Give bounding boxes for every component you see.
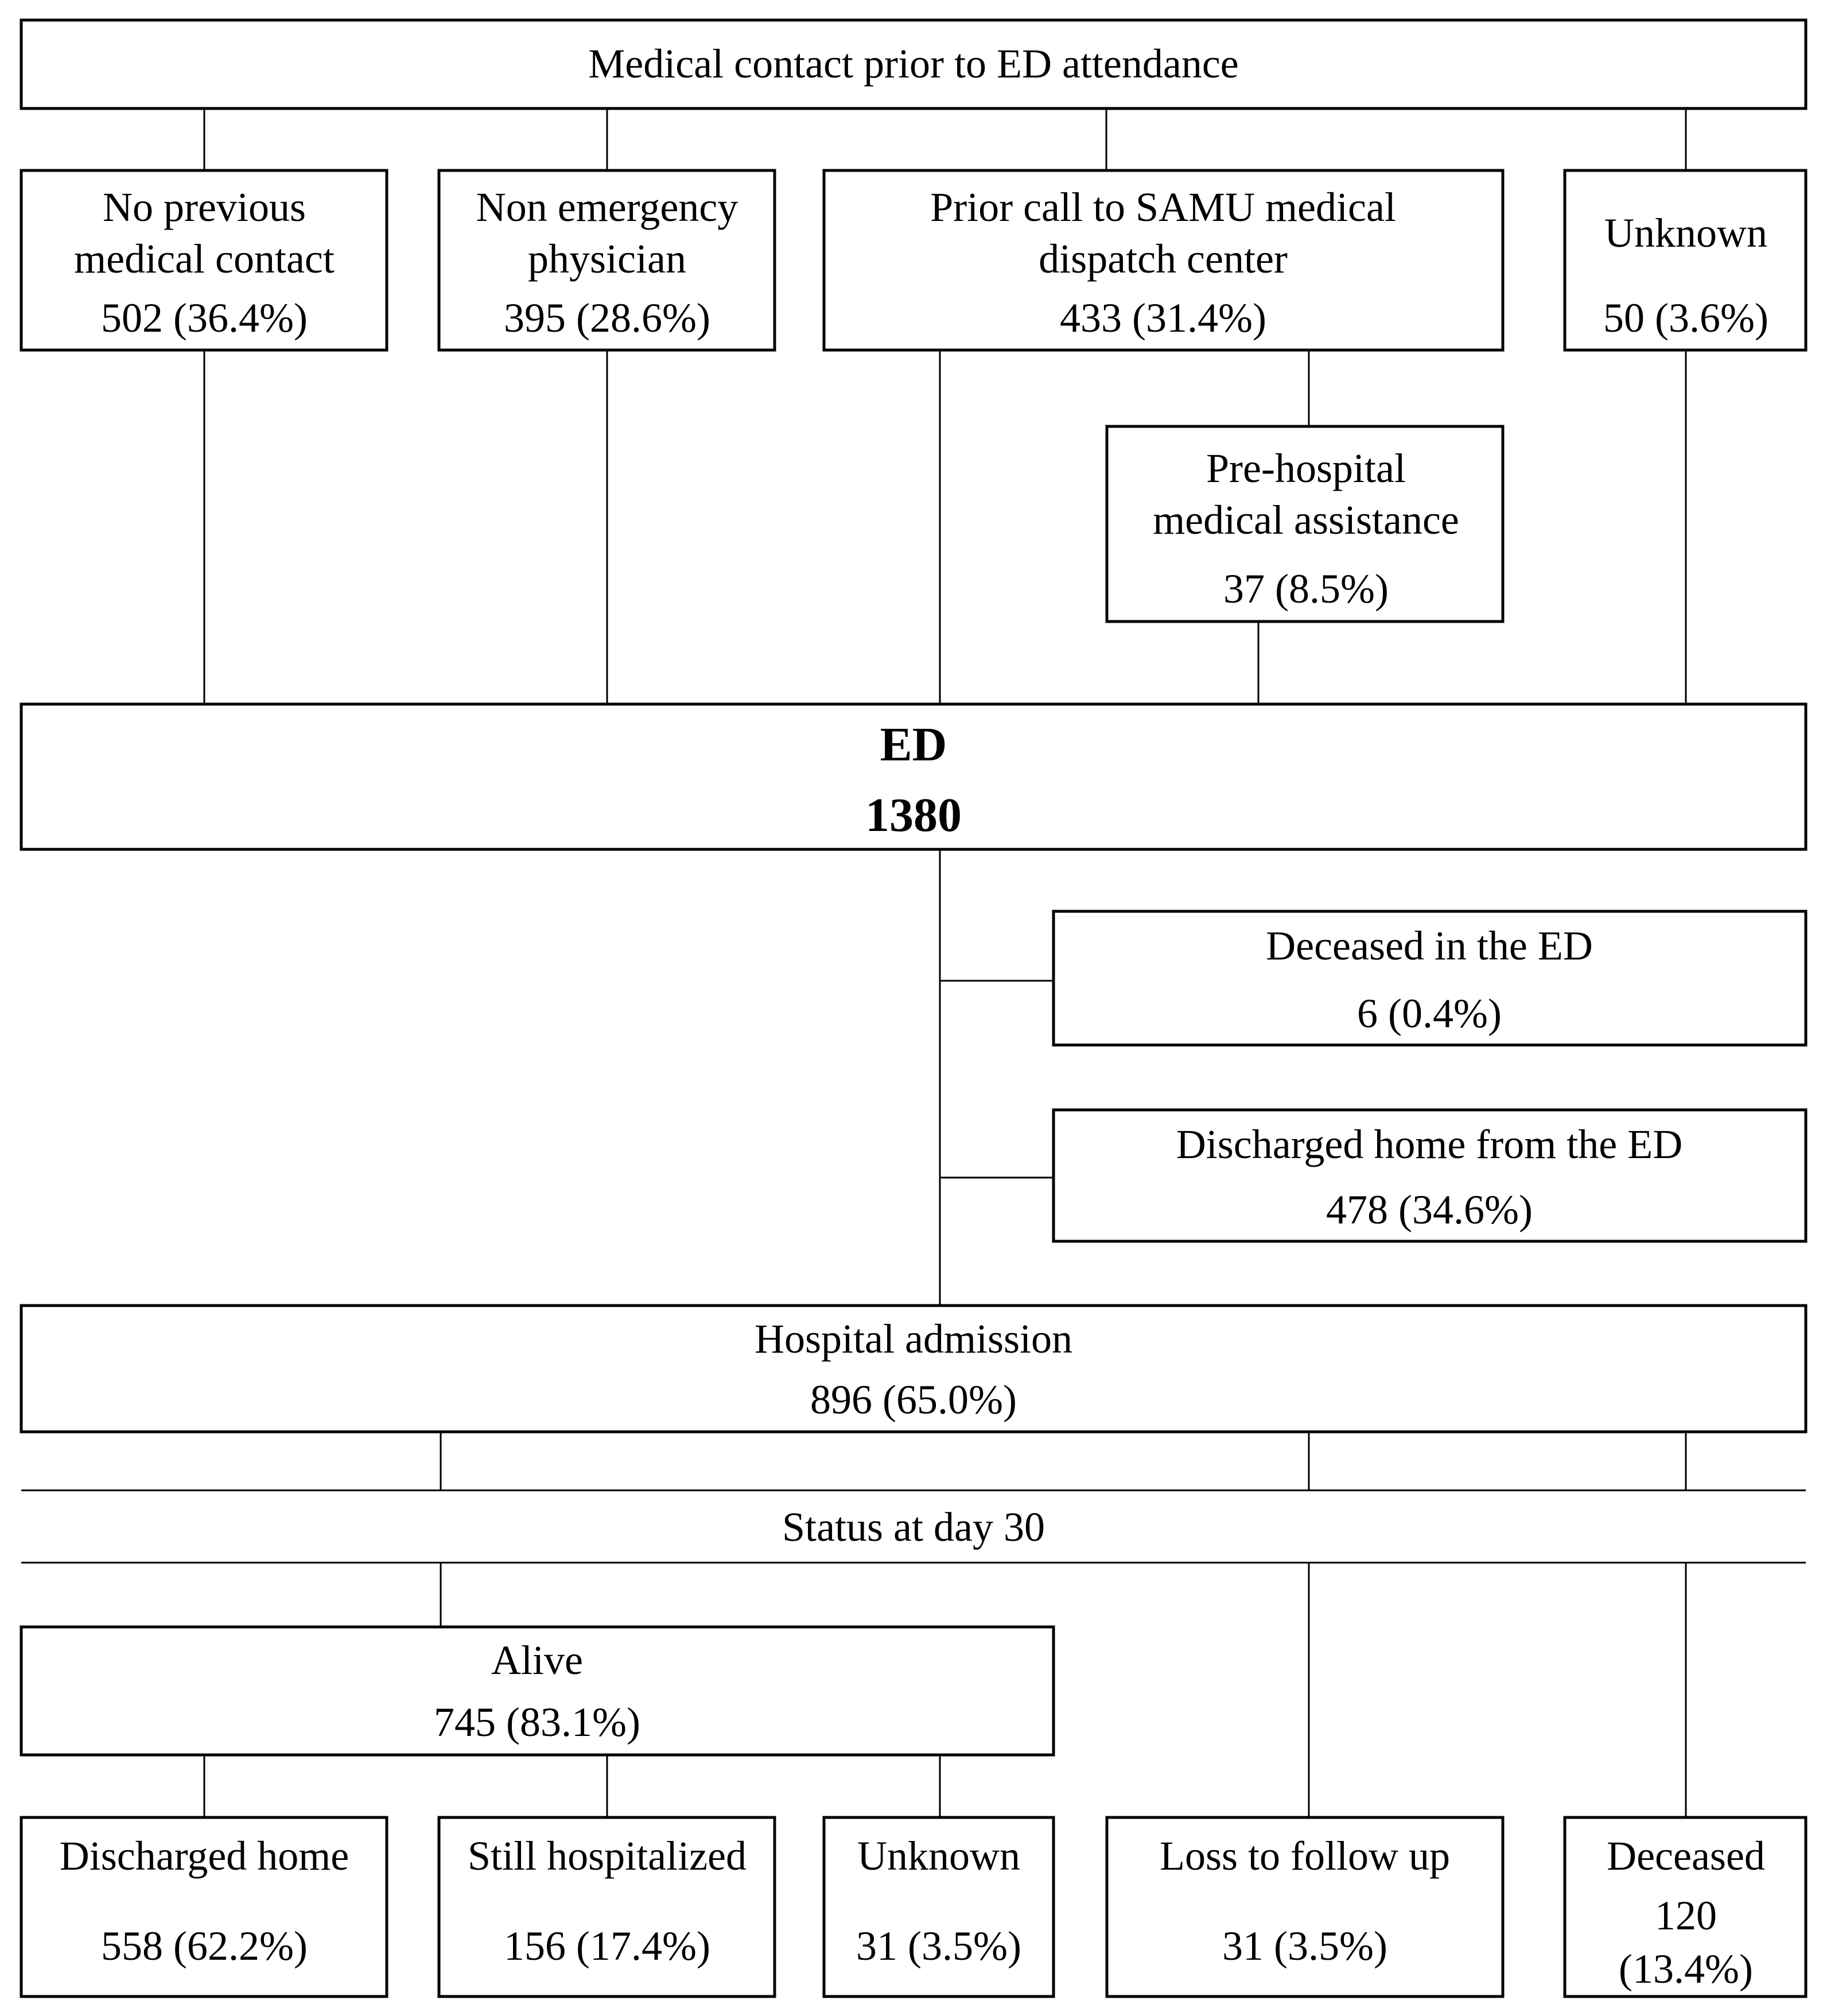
prehospital-line2: medical assistance xyxy=(1153,497,1459,543)
connectors xyxy=(203,108,1687,1817)
alive-unknown-box: Unknown 31 (3.5%) xyxy=(822,1816,1055,1998)
hospital-admission-box: Hospital admission 896 (65.0%) xyxy=(20,1304,1808,1434)
no-previous-value: 502 (36.4%) xyxy=(101,295,308,341)
loss-to-follow-up-box: Loss to follow up 31 (3.5%) xyxy=(1105,1816,1505,1998)
alive-unknown-value: 31 (3.5%) xyxy=(856,1923,1021,1969)
unknown-contact-value: 50 (3.6%) xyxy=(1603,295,1768,341)
prehospital-box: Pre-hospital medical assistance 37 (8.5%… xyxy=(1105,425,1505,623)
deceased-label: Deceased xyxy=(1607,1833,1765,1879)
deceased-in-ed-label: Deceased in the ED xyxy=(1266,923,1593,969)
loss-to-follow-up-value: 31 (3.5%) xyxy=(1222,1923,1387,1969)
alive-value: 745 (83.1%) xyxy=(434,1699,640,1745)
no-previous-line1: No previous xyxy=(103,184,306,230)
status-header-label: Status at day 30 xyxy=(782,1504,1045,1550)
discharged-from-ed-box: Discharged home from the ED 478 (34.6%) xyxy=(1052,1108,1808,1243)
status-header: Status at day 30 xyxy=(21,1489,1806,1564)
medical-contact-title: Medical contact prior to ED attendance xyxy=(588,41,1239,87)
deceased-percent: (13.4%) xyxy=(1619,1946,1753,1992)
prehospital-line1: Pre-hospital xyxy=(1206,445,1406,491)
samu-call-box: Prior call to SAMU medical dispatch cent… xyxy=(822,169,1505,352)
no-previous-contact-box: No previous medical contact 502 (36.4%) xyxy=(20,169,388,352)
ed-box: ED 1380 xyxy=(20,702,1808,851)
deceased-in-ed-box: Deceased in the ED 6 (0.4%) xyxy=(1052,910,1808,1047)
unknown-contact-label: Unknown xyxy=(1604,210,1767,256)
discharged-from-ed-value: 478 (34.6%) xyxy=(1326,1187,1533,1233)
still-hospitalized-value: 156 (17.4%) xyxy=(504,1923,710,1969)
alive-unknown-label: Unknown xyxy=(857,1833,1020,1879)
no-previous-line2: medical contact xyxy=(74,236,335,282)
ed-value: 1380 xyxy=(865,788,962,842)
hospital-admission-label: Hospital admission xyxy=(755,1316,1072,1362)
non-emergency-line1: Non emergency xyxy=(476,184,738,230)
non-emergency-physician-box: Non emergency physician 395 (28.6%) xyxy=(437,169,776,352)
deceased-count: 120 xyxy=(1655,1893,1717,1939)
deceased-box: Deceased 120 (13.4%) xyxy=(1563,1816,1808,1998)
still-hospitalized-box: Still hospitalized 156 (17.4%) xyxy=(437,1816,776,1998)
medical-contact-box: Medical contact prior to ED attendance xyxy=(20,18,1808,110)
alive-box: Alive 745 (83.1%) xyxy=(20,1625,1055,1757)
alive-label: Alive xyxy=(491,1637,583,1683)
samu-value: 433 (31.4%) xyxy=(1060,295,1266,341)
samu-line2: dispatch center xyxy=(1039,236,1288,282)
ed-title: ED xyxy=(880,718,947,771)
hospital-admission-value: 896 (65.0%) xyxy=(810,1377,1017,1423)
non-emergency-value: 395 (28.6%) xyxy=(504,295,710,341)
loss-to-follow-up-label: Loss to follow up xyxy=(1160,1833,1450,1879)
deceased-in-ed-value: 6 (0.4%) xyxy=(1357,990,1502,1036)
samu-line1: Prior call to SAMU medical xyxy=(930,184,1396,230)
discharged-from-ed-label: Discharged home from the ED xyxy=(1176,1121,1682,1167)
discharged-home-box: Discharged home 558 (62.2%) xyxy=(20,1816,388,1998)
unknown-contact-box: Unknown 50 (3.6%) xyxy=(1563,169,1808,352)
discharged-home-value: 558 (62.2%) xyxy=(101,1923,308,1969)
non-emergency-line2: physician xyxy=(528,236,686,282)
prehospital-value: 37 (8.5%) xyxy=(1223,566,1389,612)
discharged-home-label: Discharged home xyxy=(60,1833,349,1879)
still-hospitalized-label: Still hospitalized xyxy=(468,1833,747,1879)
